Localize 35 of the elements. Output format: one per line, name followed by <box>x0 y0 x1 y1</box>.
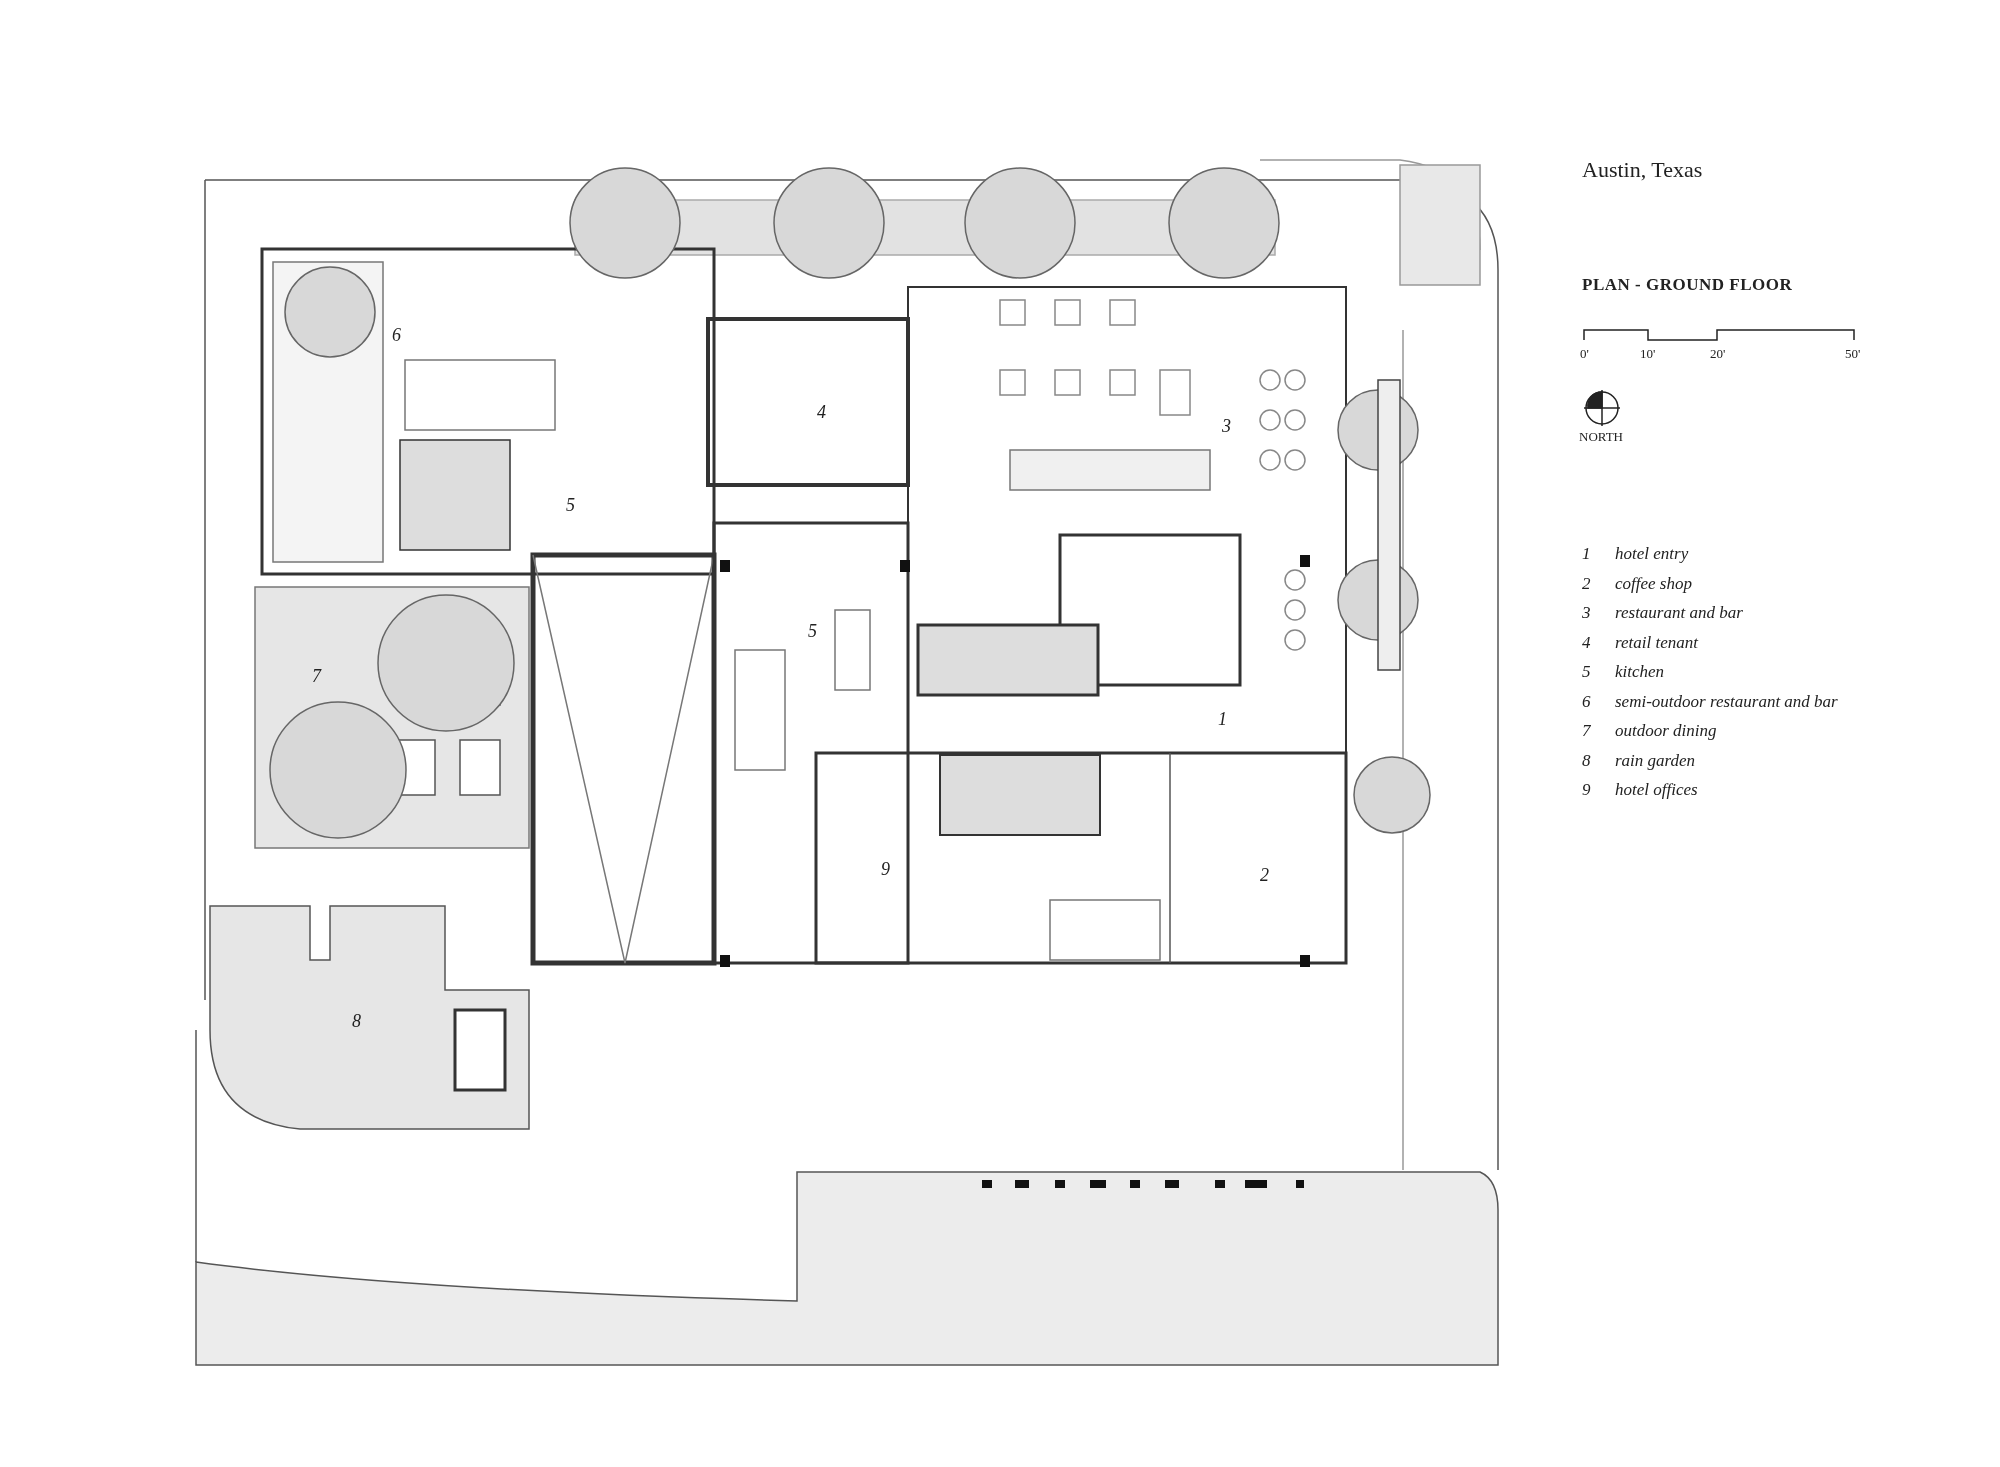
legend-text: restaurant and bar <box>1615 604 1743 623</box>
scale-label: 20' <box>1710 347 1726 362</box>
legend-text: hotel entry <box>1615 545 1689 564</box>
room-number: 5 <box>808 622 817 642</box>
legend-text: kitchen <box>1615 663 1665 682</box>
room-number: 6 <box>392 326 401 346</box>
legend-number: 1 <box>1582 545 1591 564</box>
scale-label: 50' <box>1845 347 1861 362</box>
legend-number: 3 <box>1582 604 1591 623</box>
legend-text: retail tenant <box>1615 633 1698 653</box>
legend-text: hotel offices <box>1615 781 1698 800</box>
legend-text: coffee shop <box>1615 574 1692 594</box>
room-number: 5 <box>566 496 575 516</box>
room-number: 7 <box>312 667 321 687</box>
room-number: 3 <box>1222 417 1231 437</box>
location-subtitle: Austin, Texas <box>1582 158 1703 183</box>
legend-text: semi-outdoor restaurant and bar <box>1615 692 1838 712</box>
room-number: 1 <box>1218 710 1227 730</box>
legend-number: 9 <box>1582 781 1591 800</box>
legend-text: rain garden <box>1615 751 1696 771</box>
legend-number: 4 <box>1582 633 1591 653</box>
legend-number: 8 <box>1582 751 1591 771</box>
legend-number: 6 <box>1582 692 1591 712</box>
legend-number: 2 <box>1582 574 1591 594</box>
room-number: 9 <box>881 860 890 880</box>
scale-label: 10' <box>1640 347 1656 362</box>
scale-label: 0' <box>1580 347 1589 362</box>
legend-text: outdoor dining <box>1615 722 1717 741</box>
room-number: 4 <box>817 403 826 423</box>
room-number: 2 <box>1260 866 1269 886</box>
legend-number: 7 <box>1582 722 1591 741</box>
plan-heading: PLAN - GROUND FLOOR <box>1582 276 1793 295</box>
north-label: NORTH <box>1579 430 1623 445</box>
legend-number: 5 <box>1582 663 1591 682</box>
room-number: 8 <box>352 1012 361 1032</box>
